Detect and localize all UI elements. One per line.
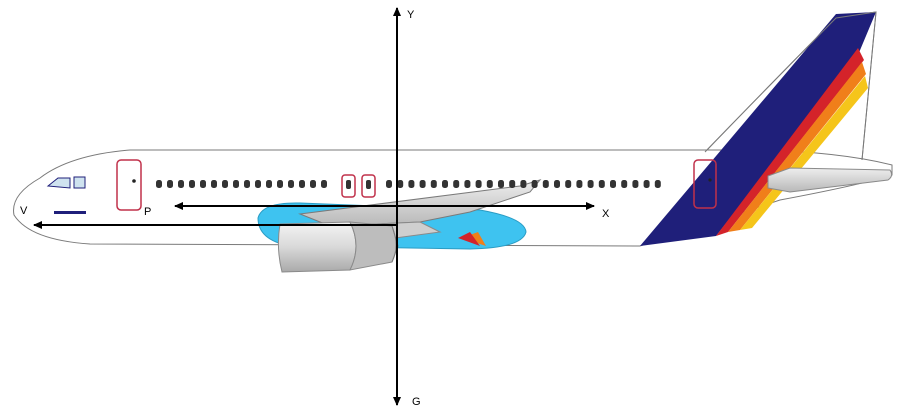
cabin-window (576, 180, 583, 188)
cabin-window (321, 180, 327, 188)
passenger-doors (116, 159, 717, 211)
exit-window (346, 180, 351, 189)
cockpit-windows (46, 176, 86, 189)
cabin-window (419, 180, 426, 188)
p-vector-label: P (144, 206, 151, 218)
nose-stripe (54, 211, 86, 214)
cabin-window (200, 180, 206, 188)
force-vectors (33, 7, 595, 406)
g-vector-label: G (412, 396, 421, 408)
cabin-window (222, 180, 228, 188)
cabin-window (397, 180, 404, 188)
cabin-window (244, 180, 250, 188)
cabin-window (520, 180, 527, 188)
cabin-window (386, 180, 392, 188)
passenger-window-row (156, 180, 661, 189)
cabin-window (277, 180, 283, 188)
cabin-window (475, 180, 482, 188)
cabin-window (531, 180, 538, 188)
cabin-window (509, 180, 516, 188)
x-axis-label: X (602, 208, 610, 220)
cabin-window (486, 180, 493, 188)
cabin-window (266, 180, 272, 188)
emergency-exit-2 (361, 174, 376, 198)
cabin-window (442, 180, 448, 188)
exit-window (366, 180, 371, 189)
horizontal-stabilizer (767, 167, 893, 193)
white-patch-right (602, 212, 632, 236)
cabin-window (255, 180, 261, 188)
tail-livery (640, 11, 877, 246)
cabin-window (632, 180, 639, 188)
cabin-window (430, 180, 437, 188)
emergency-exit-1 (341, 174, 356, 198)
cabin-window (654, 180, 661, 188)
cabin-window (621, 180, 628, 188)
cabin-window (408, 180, 415, 188)
cabin-window (233, 180, 239, 188)
rear-door (693, 159, 717, 209)
cabin-window (498, 180, 504, 188)
cabin-window (288, 180, 294, 188)
cabin-window (464, 180, 471, 188)
cabin-window (178, 180, 184, 188)
cabin-window (643, 180, 650, 188)
white-patch-left (145, 214, 175, 232)
cabin-window (542, 180, 549, 188)
cabin-window (211, 180, 217, 188)
cabin-window (598, 180, 605, 188)
cabin-window (587, 180, 594, 188)
y-axis-label: Y (407, 9, 415, 21)
cabin-window (565, 180, 572, 188)
cabin-window (554, 180, 560, 188)
cabin-window (189, 180, 195, 188)
cabin-window (299, 180, 305, 188)
cabin-window (310, 180, 316, 188)
cabin-window (156, 180, 162, 188)
front-door (116, 159, 142, 211)
cabin-window (167, 180, 173, 188)
v-vector-label: V (20, 205, 28, 217)
engine-nacelle (277, 221, 399, 273)
cabin-window (610, 180, 616, 188)
cabin-window (453, 180, 460, 188)
